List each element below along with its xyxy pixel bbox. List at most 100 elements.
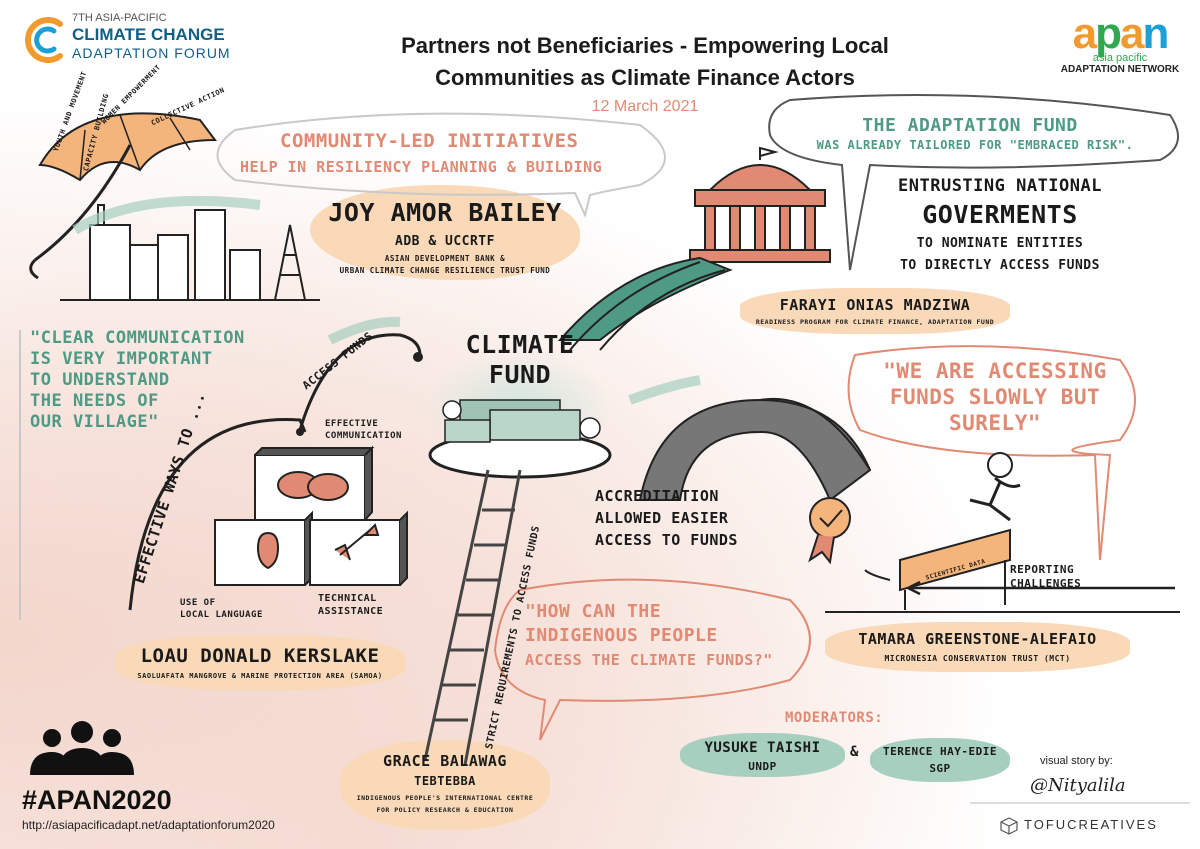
badge-arrow (864, 569, 891, 581)
tamara-name: TAMARA GREENSTONE-ALEFAIO (858, 630, 1097, 648)
money-stack-icon (428, 399, 612, 479)
forum-logo-icon (25, 17, 63, 63)
forum-name-line1: CLIMATE CHANGE (72, 25, 225, 44)
technical-assistance-line1: TECHNICAL (318, 593, 377, 604)
grace-org-full-1: INDIGENOUS PEOPLE'S INTERNATIONAL CENTRE (356, 794, 534, 802)
tamara-org: MICRONESIA CONSERVATION TRUST (MCT) (884, 654, 1071, 663)
parliament-building-icon (689, 146, 831, 263)
accreditation-line3: ACCESS TO FUNDS (595, 531, 738, 549)
page-title: Partners not Beneficiaries - Empowering … (330, 30, 960, 94)
grace-name: GRACE BALAWAG (383, 752, 507, 770)
loau-org: SAOLUAFATA MANGROVE & MARINE PROTECTION … (137, 672, 383, 680)
title-line2: Communities as Climate Finance Actors (435, 65, 855, 90)
event-hashtag: #APAN2020 (22, 785, 172, 815)
effective-communication-line1: EFFECTIVE (325, 419, 379, 429)
bridge-icon (638, 397, 872, 502)
tamara-quote: "WE ARE ACCESSING FUNDS SLOWLY BUT SUREL… (860, 358, 1130, 436)
joy-quote-line2: HELP IN RESILIENCY PLANNING & BUILDING (240, 158, 603, 176)
loau-name-blob (115, 635, 405, 690)
loau-quote-line5: OUR VILLAGE" (30, 412, 159, 432)
farayi-name: FARAYI ONIAS MADZIWA (779, 296, 971, 314)
moderator1-org: UNDP (748, 760, 777, 773)
road-hill-icon (557, 256, 733, 351)
tamara-quote-line1: "WE ARE ACCESSING (883, 359, 1107, 383)
loau-quote-line1: "CLEAR COMMUNICATION (30, 328, 245, 348)
access-funds-arc (298, 333, 422, 431)
reporting-line2: CHALLENGES (1010, 577, 1082, 590)
technical-assistance-line2: ASSISTANCE (318, 606, 384, 617)
effective-communication-line2: COMMUNICATION (325, 431, 402, 441)
accreditation-note: ACCREDITATION ALLOWED EASIER ACCESS TO F… (595, 485, 738, 551)
technical-assistance-label: TECHNICAL ASSISTANCE (318, 592, 383, 618)
farayi-note-line4: TO DIRECTLY ACCESS FUNDS (900, 258, 1100, 273)
local-language-label: USE OF LOCAL LANGUAGE (180, 597, 263, 621)
grace-org: TEBTEBBA (414, 774, 476, 788)
moderators-heading: MODERATORS: (785, 710, 884, 726)
loau-quote-line2: IS VERY IMPORTANT (30, 349, 213, 369)
grace-quote-line2: INDIGENOUS PEOPLE (525, 625, 718, 646)
people-group-icon (30, 721, 134, 775)
local-language-line2: LOCAL LANGUAGE (180, 610, 263, 620)
joy-org-full-1: ASIAN DEVELOPMENT BANK & (384, 254, 506, 263)
grace-speech-bubble (493, 578, 811, 741)
apan-logo: apan asia pacific ADAPTATION NETWORK (1050, 9, 1190, 76)
apan-sub: asia pacific (1092, 52, 1148, 64)
tofu-wordmark: TOFUCREATIVES (1024, 817, 1158, 832)
teal-flow-arrow-top (72, 195, 261, 235)
teal-flow-arrow-left (327, 316, 401, 345)
accreditation-line1: ACCREDITATION (595, 487, 719, 505)
moderator1-blob (680, 733, 845, 777)
farayi-quote-line1: THE ADAPTATION FUND (862, 115, 1078, 136)
effective-communication-label: EFFECTIVE COMMUNICATION (325, 418, 402, 442)
forum-edition: 7TH ASIA-PACIFIC (72, 12, 167, 24)
tamara-quote-line3: SURELY" (948, 411, 1041, 435)
farayi-note-line1: ENTRUSTING NATIONAL (898, 176, 1102, 196)
forum-logo: 7TH ASIA-PACIFIC CLIMATE CHANGE ADAPTATI… (20, 12, 280, 72)
tamara-speech-bubble (847, 345, 1136, 561)
apan-wordmark: apan (1072, 9, 1170, 58)
grace-quote-line3: ACCESS THE CLIMATE FUNDS?" (525, 651, 773, 669)
loau-quote: "CLEAR COMMUNICATION IS VERY IMPORTANT T… (30, 328, 270, 433)
accreditation-badge-icon (808, 497, 851, 565)
moderator1-name: YUSUKE TAISHI (704, 740, 821, 756)
teal-flow-arrow-right (628, 375, 701, 405)
climate-fund-line2: FUND (488, 360, 552, 389)
moderator2-org: SGP (929, 762, 951, 775)
farayi-quote-line2: WAS ALREADY TAILORED FOR "EMBRACED RISK"… (816, 138, 1134, 152)
communication-blocks-icon (214, 445, 408, 586)
runner-hurdle-icon (899, 452, 1021, 610)
reporting-challenges: REPORTING CHALLENGES (1010, 563, 1081, 591)
grace-name-blob (340, 740, 550, 830)
reporting-line1: REPORTING (1010, 563, 1075, 576)
moderators-ampersand: & (850, 744, 859, 760)
joy-name-blob (310, 185, 580, 280)
forum-name-line2: ADAPTATION FORUM (72, 45, 231, 61)
local-language-line1: USE OF (180, 598, 216, 608)
city-buildings-icon (60, 204, 320, 301)
tamara-quote-line2: FUNDS SLOWLY BUT (889, 385, 1101, 409)
grace-quote-line1: "HOW CAN THE (525, 601, 662, 622)
joy-name: JOY AMOR BAILEY (328, 198, 562, 227)
loau-quote-line3: TO UNDERSTAND (30, 370, 170, 390)
effective-ways-arc (128, 418, 307, 611)
title-line1: Partners not Beneficiaries - Empowering … (401, 33, 889, 58)
loau-quote-line4: THE NEEDS OF (30, 391, 159, 411)
farayi-org: READINESS PROGRAM FOR CLIMATE FINANCE, A… (755, 318, 995, 326)
event-url[interactable]: http://asiapacificadapt.net/adaptationfo… (22, 818, 275, 832)
joy-org: ADB & UCCRTF (395, 234, 495, 249)
moderator2-name: TERENCE HAY-EDIE (883, 745, 997, 758)
joy-org-full-2: URBAN CLIMATE CHANGE RESILIENCE TRUST FU… (339, 266, 551, 275)
apan-network: ADAPTATION NETWORK (1060, 64, 1180, 75)
event-date: 12 March 2021 (591, 98, 699, 115)
grace-org-full-2: FOR POLICY RESEARCH & EDUCATION (376, 806, 514, 814)
umbrella-icon (29, 112, 217, 280)
joy-quote-line1: COMMUNITY-LED INITIATIVES (280, 130, 579, 152)
joy-speech-bubble (216, 112, 666, 219)
ladder-icon (423, 469, 522, 766)
tofu-cube-icon (1000, 817, 1018, 835)
accreditation-line2: ALLOWED EASIER (595, 509, 729, 527)
farayi-note-line3: TO NOMINATE ENTITIES (916, 236, 1084, 251)
tofu-logo: TOFUCREATIVES (1000, 815, 1190, 835)
